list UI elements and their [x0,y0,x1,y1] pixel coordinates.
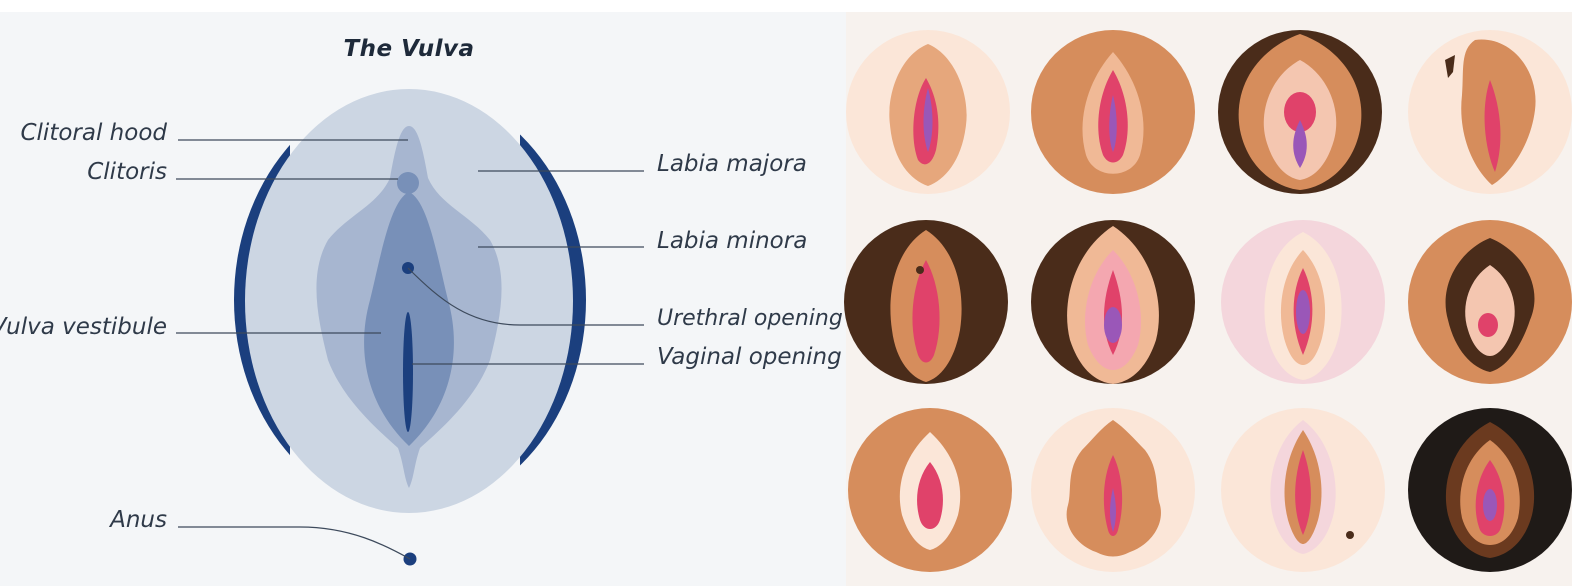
illustration-r1c1 [846,30,1010,194]
illustration-r3c2 [1031,408,1195,572]
illustration-r2c1 [844,220,1008,384]
illustration-r3c4 [1408,408,1572,572]
illustration-r2c4 [1408,220,1572,384]
illustration-r1c4 [1408,30,1572,194]
illustration-r1c2 [1031,30,1195,194]
illustration-r3c1 [848,408,1012,572]
illustration-r3c3 [1221,408,1385,572]
illustration-r2c2 [1031,220,1195,384]
illustration-r2c3 [1221,220,1385,384]
illustration-r1c3 [1218,30,1382,194]
